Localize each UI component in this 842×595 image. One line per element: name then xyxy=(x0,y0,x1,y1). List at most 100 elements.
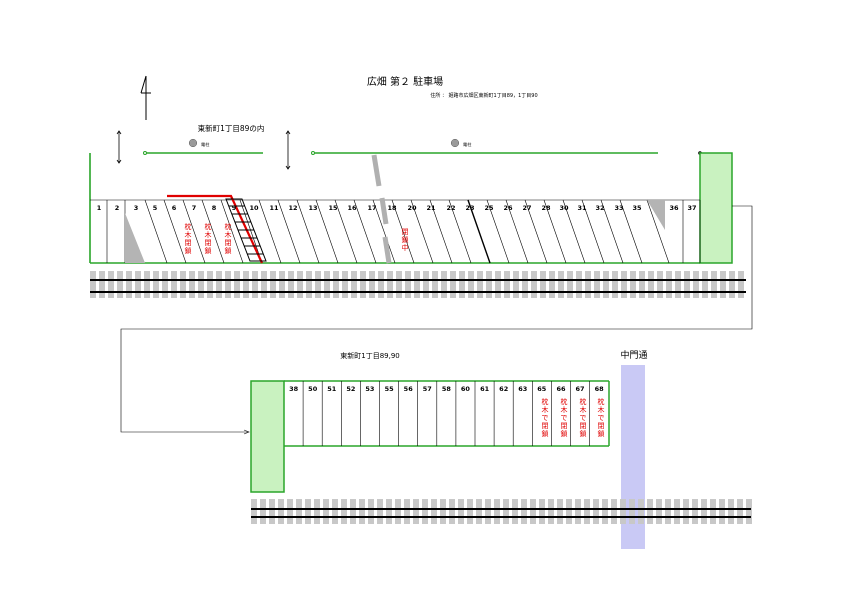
rail-sleeper xyxy=(296,499,302,524)
slot-number: 57 xyxy=(423,385,432,393)
rail-sleeper xyxy=(468,271,474,298)
rail-sleeper xyxy=(396,271,402,298)
rail-sleeper xyxy=(684,271,690,298)
rail-sleeper xyxy=(368,499,374,524)
pole-label: 電柱 xyxy=(201,141,210,148)
rail-sleeper xyxy=(422,499,428,524)
slot-number: 67 xyxy=(575,385,584,393)
rail-sleeper xyxy=(611,499,617,524)
rail-sleeper xyxy=(728,499,734,524)
slot-number: 62 xyxy=(499,385,508,393)
dimension-arrow-2 xyxy=(285,130,291,170)
slot-divider xyxy=(619,199,643,264)
slot-number: 15 xyxy=(328,204,338,212)
rail-sleeper xyxy=(495,271,501,298)
svg-text:木: 木 xyxy=(580,405,587,414)
rail-sleeper xyxy=(162,271,168,298)
rail-sleeper xyxy=(486,271,492,298)
rail-sleeper xyxy=(315,271,321,298)
slot-number: 63 xyxy=(518,385,527,393)
rail-sleeper xyxy=(692,499,698,524)
rail-sleeper xyxy=(620,499,626,524)
rail-sleeper xyxy=(711,271,717,298)
rail-sleeper xyxy=(297,271,303,298)
slot-number: 11 xyxy=(269,204,279,212)
slot-number: 55 xyxy=(385,385,395,393)
slot-number: 23 xyxy=(465,204,474,212)
rail-sleeper xyxy=(342,271,348,298)
slot-number: 18 xyxy=(387,204,397,212)
rail-sleeper xyxy=(540,271,546,298)
rail-sleeper xyxy=(333,271,339,298)
slot-number: 20 xyxy=(407,204,417,212)
slot-number: 28 xyxy=(541,204,551,212)
svg-text:枕: 枕 xyxy=(561,397,568,406)
svg-text:枕: 枕 xyxy=(185,222,192,231)
slot-number: 33 xyxy=(614,204,623,212)
svg-text:鎖: 鎖 xyxy=(542,429,549,438)
lower-parking-lot xyxy=(284,380,610,447)
svg-text:鎖: 鎖 xyxy=(580,429,587,438)
rail-sleeper xyxy=(341,499,347,524)
rail-sleeper xyxy=(449,499,455,524)
rail-sleeper xyxy=(648,271,654,298)
svg-text:鎖: 鎖 xyxy=(205,246,212,255)
rail-sleeper xyxy=(584,499,590,524)
rail-sleeper xyxy=(414,271,420,298)
rail-sleeper xyxy=(593,499,599,524)
slot-divider xyxy=(600,199,624,264)
rail-sleeper xyxy=(225,271,231,298)
rail-sleeper xyxy=(719,499,725,524)
rail-sleeper xyxy=(639,271,645,298)
slot-divider xyxy=(429,199,453,264)
green-area-upper xyxy=(699,152,733,264)
rail-sleeper xyxy=(314,499,320,524)
slot-divider xyxy=(201,199,225,264)
north-arrow-icon xyxy=(140,75,151,120)
rail-sleeper xyxy=(621,271,627,298)
sleeper-hatch xyxy=(225,198,267,262)
rail-sleeper xyxy=(288,271,294,298)
rail-sleeper xyxy=(701,499,707,524)
svg-text:閉: 閉 xyxy=(205,239,212,247)
slot-divider xyxy=(543,199,567,264)
rail-sleeper xyxy=(710,499,716,524)
rail-sleeper xyxy=(693,271,699,298)
rail-sleeper xyxy=(467,499,473,524)
rail-sleeper xyxy=(683,499,689,524)
rail-sleeper xyxy=(243,271,249,298)
rail-sleeper xyxy=(603,271,609,298)
address-text: 住所 ： 姫路市広畑区東新町1丁目89，1丁目90 xyxy=(430,92,537,99)
rail-sleeper xyxy=(630,271,636,298)
svg-text:閉: 閉 xyxy=(225,239,232,247)
rail-sleeper xyxy=(494,499,500,524)
rail-sleeper xyxy=(189,271,195,298)
svg-text:中: 中 xyxy=(402,243,409,252)
svg-text:閉: 閉 xyxy=(580,422,587,430)
rail-sleeper xyxy=(234,271,240,298)
svg-text:木: 木 xyxy=(598,405,605,414)
railway-track-lower xyxy=(251,499,752,524)
green-area-lower xyxy=(250,380,285,493)
rail-sleeper xyxy=(612,271,618,298)
rail-sleeper xyxy=(521,499,527,524)
slot-number: 17 xyxy=(367,204,376,212)
rail-sleeper xyxy=(171,271,177,298)
rail-sleeper xyxy=(522,271,528,298)
utility-pole-1: 電柱 xyxy=(188,138,210,148)
rail-sleeper xyxy=(305,499,311,524)
rail-sleeper xyxy=(360,271,366,298)
rail-sleeper xyxy=(117,271,123,298)
slot-divider xyxy=(220,199,244,264)
slot-divider xyxy=(505,199,529,264)
rail-sleeper xyxy=(135,271,141,298)
rail-sleeper xyxy=(90,271,96,298)
slot-number: 61 xyxy=(480,385,490,393)
svg-text:閉: 閉 xyxy=(561,422,568,430)
slot-number: 68 xyxy=(595,385,605,393)
slot-divider xyxy=(581,199,605,264)
slot-number: 12 xyxy=(288,204,297,212)
slot-divider xyxy=(486,199,510,264)
